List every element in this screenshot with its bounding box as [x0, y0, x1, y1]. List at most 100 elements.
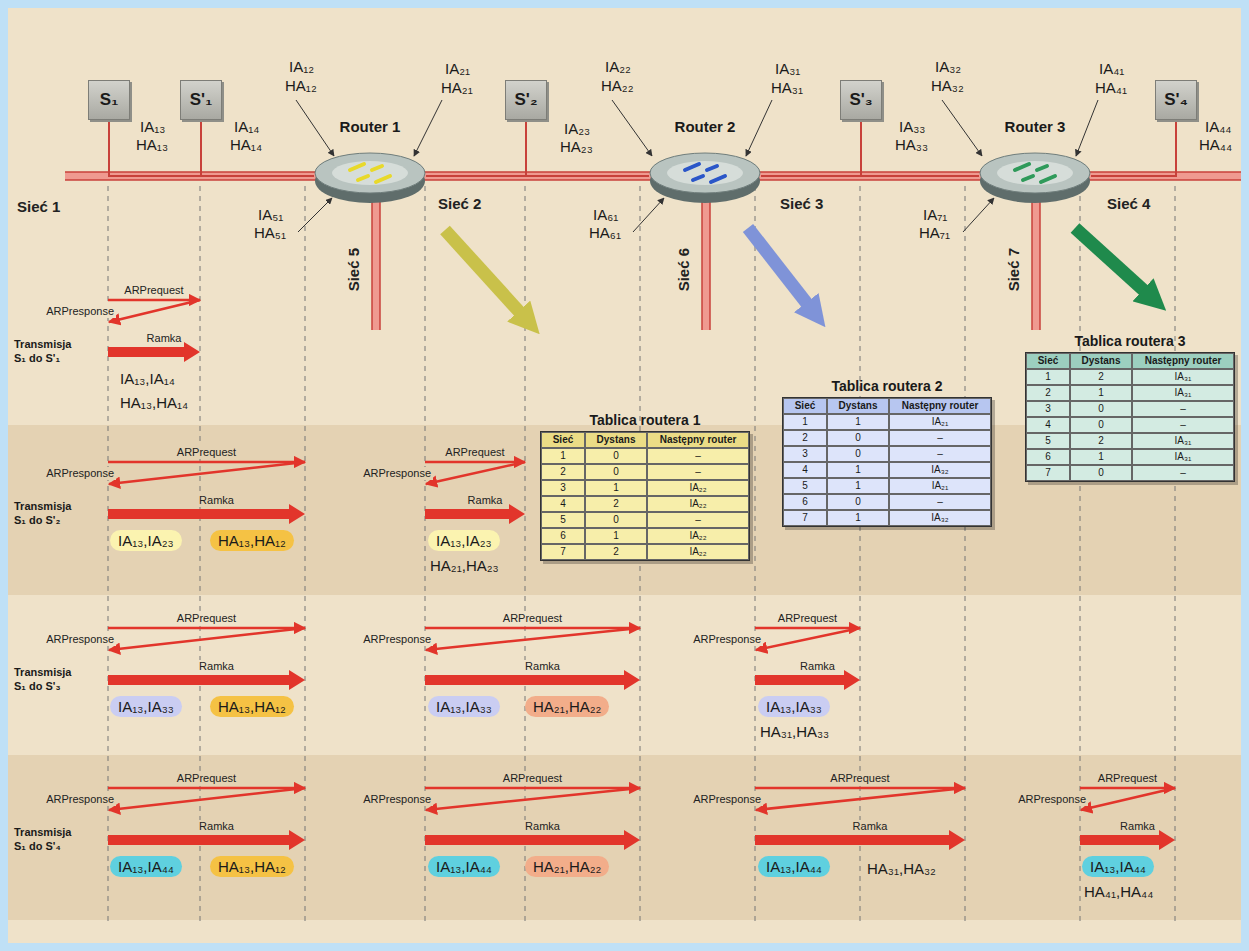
address-label: HA₃₃ [893, 136, 930, 153]
address-label: IA₁₂ [287, 58, 316, 75]
arp-response-line [756, 788, 965, 810]
arp-request-label: ARPrequest [122, 284, 185, 297]
arp-request-label: ARPrequest [175, 772, 238, 785]
drawing-part [963, 198, 994, 232]
table-header: Następny router [647, 432, 749, 448]
arp-request-line [425, 627, 640, 630]
table-cell: IA₂₂ [647, 528, 749, 544]
address-label: IA₆₁ [591, 206, 620, 223]
address-label: IA₂₂ [603, 58, 633, 75]
table-cell: 4 [1026, 417, 1070, 433]
router-face [667, 161, 743, 185]
address-pair: HA₁₃,HA₁₄ [118, 394, 190, 411]
address-label: HA₃₁ [769, 79, 805, 96]
frame-label: Ramka [1118, 820, 1157, 833]
drawing-part [1039, 190, 1041, 330]
dashed-guides [108, 186, 1175, 925]
frame-label: Ramka [851, 820, 890, 833]
drawing-part [942, 100, 982, 156]
table-cell: 1 [827, 462, 889, 478]
frame-label: Ramka [798, 660, 837, 673]
arp-response-line [1081, 788, 1175, 810]
address-pill: IA₁₃,IA₄₄ [758, 856, 830, 877]
table-cell: 2 [1026, 385, 1070, 401]
arp-response-line [756, 628, 860, 650]
router-node: Router 3 [979, 118, 1091, 204]
address-label: HA₁₄ [228, 136, 264, 153]
address-pill: IA₁₃,IA₂₃ [110, 530, 182, 551]
table-cell: IA₃₁ [1132, 433, 1234, 449]
address-label: IA₃₃ [897, 118, 927, 135]
address-label: IA₁₄ [232, 118, 261, 135]
drawing-part [1080, 186, 1081, 925]
table-cell: 1 [1026, 369, 1070, 385]
table-cell: 1 [541, 448, 585, 464]
frame-label: Ramka [197, 494, 236, 507]
network-connector [1091, 120, 1176, 176]
router-node: Router 1 [314, 118, 426, 204]
table-cell: 1 [827, 414, 889, 430]
frame-arrow [1080, 830, 1175, 850]
table-pointer-arrows [445, 228, 1150, 318]
arp-request-line [108, 627, 305, 630]
drawing-part [379, 190, 381, 330]
panel [8, 8, 1241, 943]
drawing-part [1075, 228, 1150, 296]
frame-label: Ramka [466, 494, 505, 507]
router-arrow [1023, 176, 1033, 180]
router-arrow [685, 164, 699, 170]
table-cell: 2 [1070, 433, 1132, 449]
table-header: Sieć [541, 432, 585, 448]
table-grid: SiećDystansNastępny router12IA₃₁21IA₃₁30… [1025, 352, 1235, 482]
address-label: HA₂₃ [558, 138, 595, 155]
router-label: Router 2 [649, 118, 761, 136]
address-text: IA₁₃,IA₃₃ [118, 698, 174, 715]
address-pill: HA₁₃,HA₁₂ [210, 856, 294, 877]
table-header: Następny router [889, 398, 991, 414]
address-pill: HA₁₃,HA₁₂ [210, 696, 294, 717]
router-arrow [350, 164, 364, 170]
arp-request-line [1080, 787, 1175, 790]
drawing-part [305, 186, 306, 925]
table-cell: IA₂₁ [889, 478, 991, 494]
table-cell: IA₃₂ [889, 462, 991, 478]
arp-response-label: ARPresponse [361, 633, 433, 646]
address-label: HA₁₂ [283, 77, 319, 94]
arp-response-label: ARPresponse [361, 467, 433, 480]
drawing-part [701, 190, 703, 330]
drawing-part [633, 198, 664, 232]
arp-response-label: ARPresponse [691, 793, 763, 806]
table-cell: 0 [1070, 417, 1132, 433]
frame-arrow [755, 830, 965, 850]
drawing-part [1175, 186, 1176, 925]
arp-response-label: ARPresponse [691, 633, 763, 646]
arp-request-label: ARPrequest [1096, 772, 1159, 785]
table-cell: – [647, 464, 749, 480]
router-arrow [1015, 164, 1029, 170]
table-cell: 4 [783, 462, 827, 478]
arp-response-line [109, 788, 305, 810]
table-cell: 0 [1070, 465, 1132, 481]
table-cell: 5 [783, 478, 827, 494]
address-label: HA₄₄ [1197, 136, 1234, 153]
address-pill: IA₁₃,IA₃₃ [110, 696, 182, 717]
drawing-part [296, 100, 334, 156]
address-text: IA₁₃,IA₃₃ [436, 698, 492, 715]
drawing-part [425, 186, 426, 925]
address-label: IA₁₃ [138, 118, 167, 135]
arp-request-line [108, 787, 305, 790]
host-label: S'₄ [1164, 90, 1187, 110]
routing-table: Tablica routera 3SiećDystansNastępny rou… [1025, 333, 1235, 482]
address-label: HA₇₁ [917, 224, 952, 241]
table-cell: 6 [541, 528, 585, 544]
arp-response-label: ARPresponse [1016, 793, 1088, 806]
table-cell: 7 [783, 510, 827, 526]
table-cell: 1 [827, 510, 889, 526]
table-header: Sieć [783, 398, 827, 414]
address-pair: HA₂₁,HA₂₃ [428, 557, 501, 574]
row-label: Transmisja S₁ do S'₃ [12, 666, 88, 694]
frame-label: Ramka [197, 820, 236, 833]
table-cell: 7 [1026, 465, 1070, 481]
router-top [980, 153, 1090, 193]
drawing-part [746, 100, 772, 156]
